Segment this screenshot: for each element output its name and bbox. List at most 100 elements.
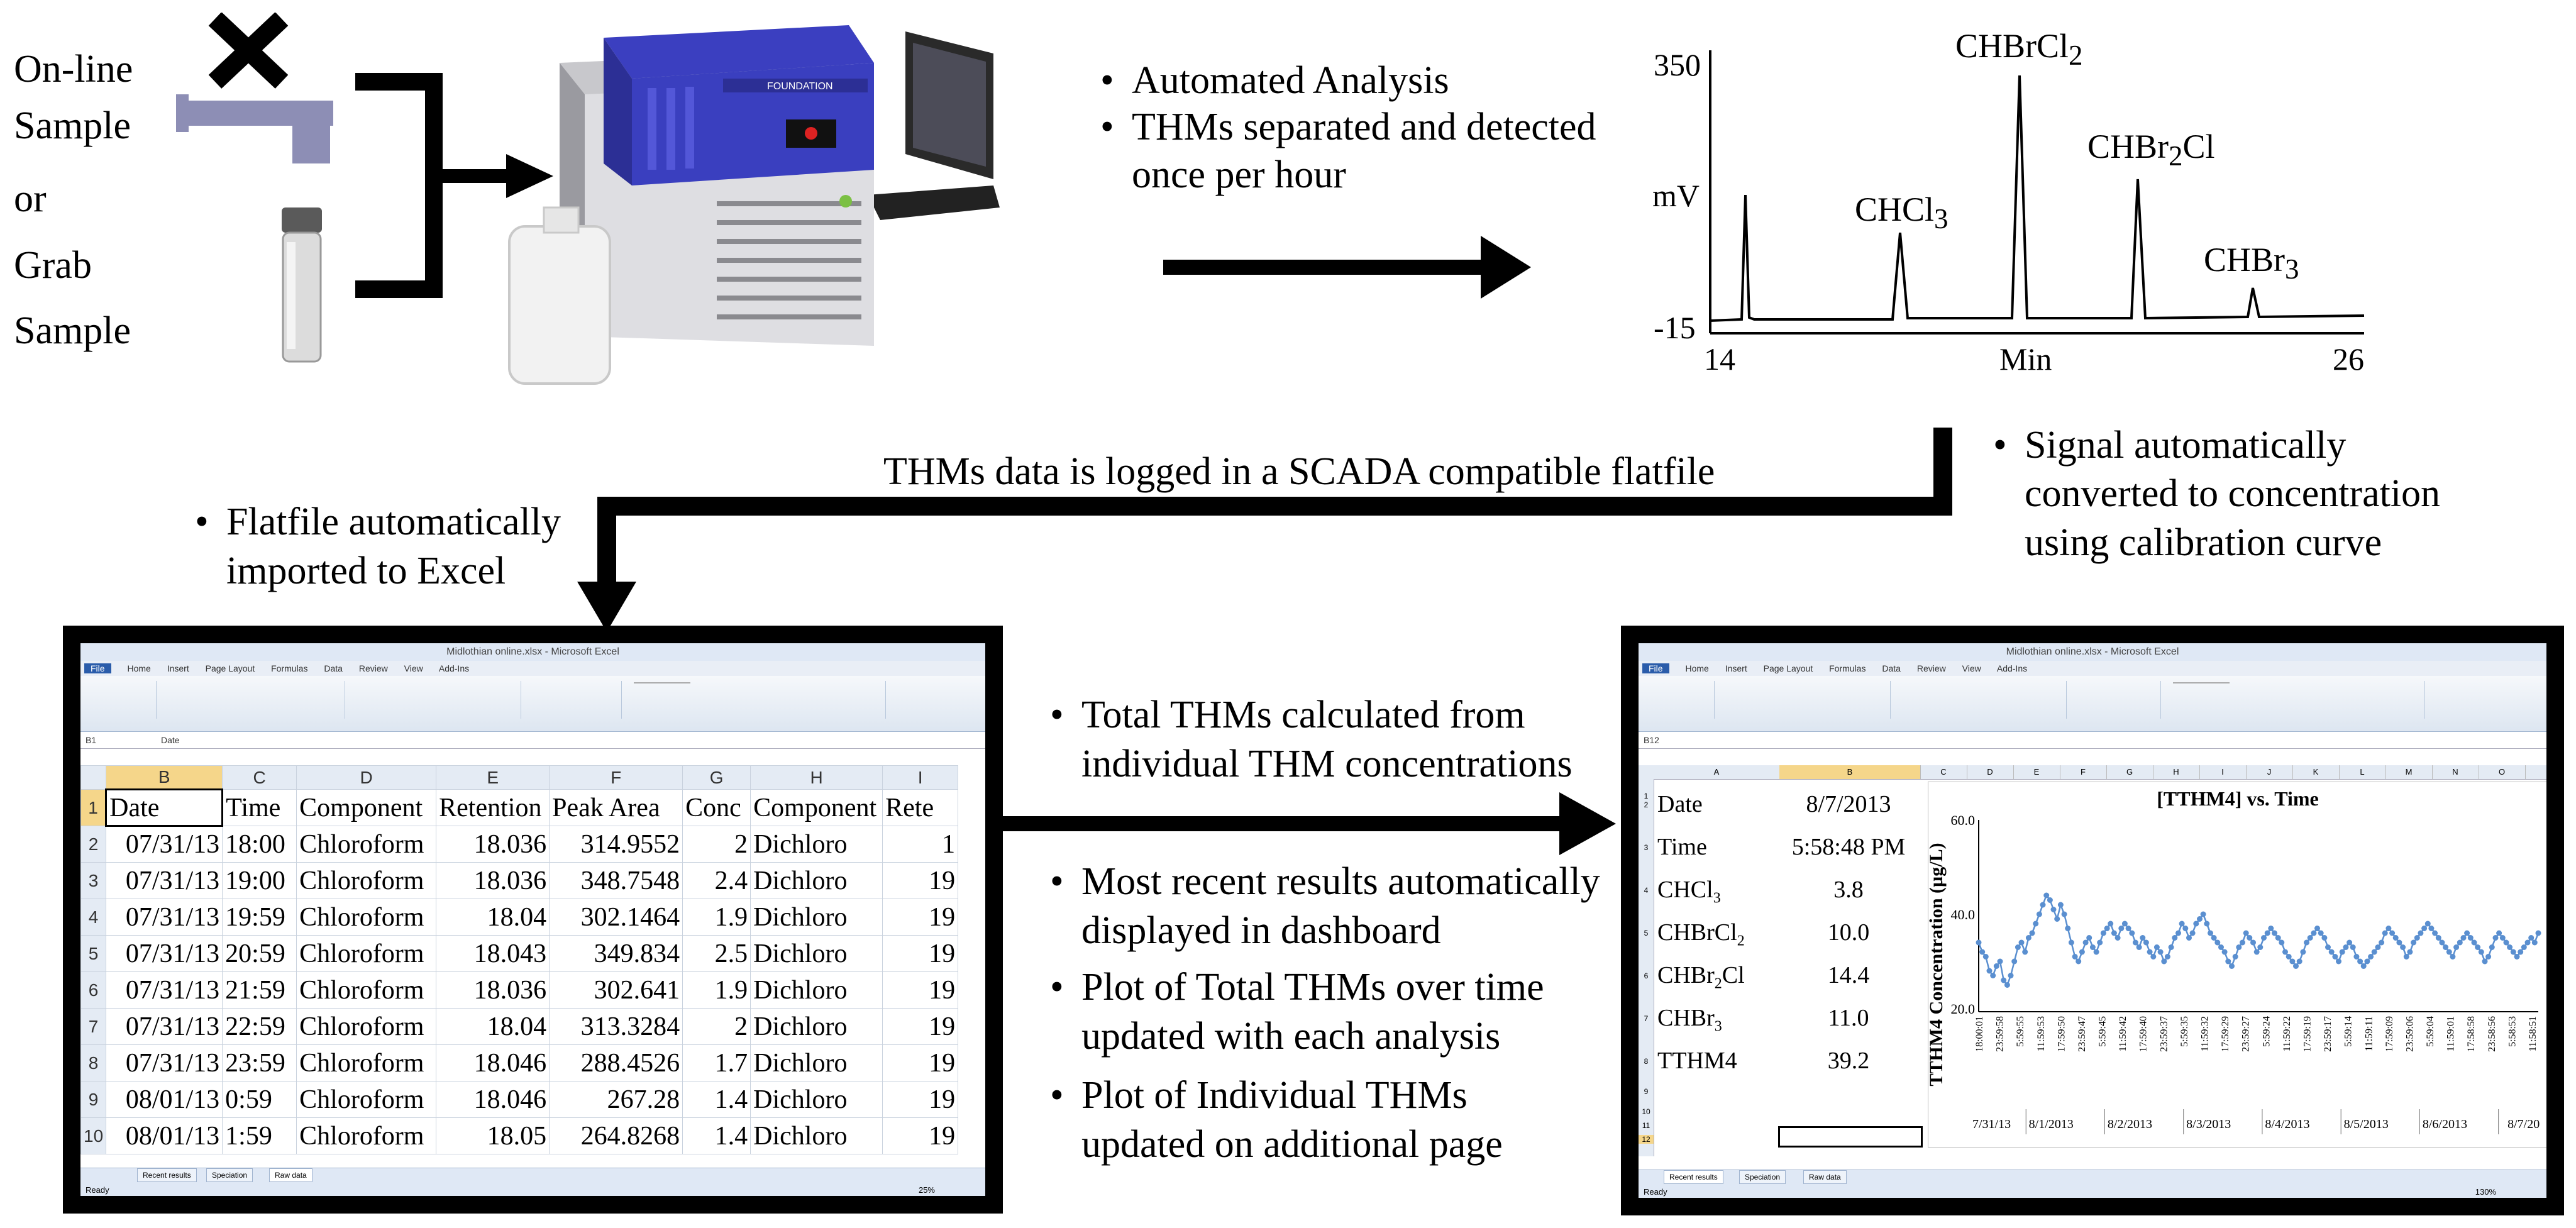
summary-value[interactable]: 14.4 bbox=[1827, 962, 1870, 988]
table-cell[interactable]: 348.7548 bbox=[549, 862, 683, 899]
table-cell[interactable]: Dichloro bbox=[750, 1008, 883, 1045]
excel2-col-header[interactable]: J bbox=[2246, 765, 2293, 779]
table-cell[interactable]: 267.28 bbox=[549, 1081, 683, 1118]
excel2-row-number[interactable]: 6 bbox=[1644, 971, 1649, 980]
row-number[interactable]: 7 bbox=[80, 1008, 107, 1045]
table-cell[interactable]: 19 bbox=[882, 1081, 959, 1118]
table-cell[interactable]: 18.046 bbox=[436, 1081, 550, 1118]
summary-label[interactable]: CHBr2Cl bbox=[1657, 962, 1745, 992]
table-cell[interactable]: 1:59 bbox=[222, 1117, 297, 1154]
table-cell[interactable]: Dichloro bbox=[750, 971, 883, 1009]
excel2-col-header[interactable]: D bbox=[1967, 765, 2014, 779]
excel2-col-header[interactable]: C bbox=[1920, 765, 1967, 779]
table-cell[interactable]: Retention bbox=[436, 789, 550, 826]
excel-dashboard-window[interactable]: Midlothian online.xlsx - Microsoft Excel… bbox=[1621, 626, 2564, 1215]
excel1-ribbon[interactable] bbox=[80, 676, 985, 732]
excel2-row-number[interactable]: 8 bbox=[1644, 1057, 1649, 1066]
summary-label[interactable]: Date bbox=[1657, 791, 1703, 817]
table-cell[interactable]: 19:59 bbox=[222, 899, 297, 936]
excel2-tab-home[interactable]: Home bbox=[1685, 663, 1709, 673]
table-cell[interactable]: Dichloro bbox=[750, 1117, 883, 1154]
excel2-col-header[interactable]: K bbox=[2292, 765, 2340, 779]
excel1-col-header[interactable]: B bbox=[106, 765, 223, 790]
table-cell[interactable]: 07/31/13 bbox=[106, 899, 223, 936]
table-cell[interactable]: Dichloro bbox=[750, 826, 883, 863]
excel2-row-number[interactable]: 3 bbox=[1644, 843, 1649, 852]
table-cell[interactable]: 18.043 bbox=[436, 935, 550, 972]
excel1-tab-review[interactable]: Review bbox=[358, 663, 388, 673]
excel1-name-box[interactable]: B1 bbox=[86, 735, 97, 745]
excel2-col-header[interactable]: E bbox=[2013, 765, 2060, 779]
table-cell[interactable]: Chloroform bbox=[296, 826, 437, 863]
excel2-ribbon[interactable] bbox=[1639, 676, 2546, 732]
excel2-tab-review[interactable]: Review bbox=[1916, 663, 1946, 673]
summary-value[interactable]: 8/7/2013 bbox=[1806, 791, 1891, 817]
excel2-tab-formulas[interactable]: Formulas bbox=[1829, 663, 1866, 673]
table-cell[interactable]: Chloroform bbox=[296, 1081, 437, 1118]
table-cell[interactable]: 07/31/13 bbox=[106, 1008, 223, 1045]
excel2-col-header[interactable]: H bbox=[2153, 765, 2200, 779]
table-cell[interactable]: 349.834 bbox=[549, 935, 683, 972]
table-cell[interactable]: 314.9552 bbox=[549, 826, 683, 863]
excel2-row-number[interactable]: 2 bbox=[1644, 800, 1649, 809]
excel2-tab-page-layout[interactable]: Page Layout bbox=[1763, 663, 1813, 673]
row-number[interactable]: 6 bbox=[80, 971, 107, 1009]
table-cell[interactable]: 20:59 bbox=[222, 935, 297, 972]
row-number[interactable]: 4 bbox=[80, 899, 107, 936]
excel2-sheet-tab-recent[interactable]: Recent results bbox=[1664, 1170, 1723, 1184]
table-cell[interactable]: Time bbox=[222, 789, 297, 826]
tthm4-chart[interactable]: [TTHM4] vs. Time TTHM4 Concentration (µg… bbox=[1928, 782, 2546, 1148]
table-cell[interactable]: 19 bbox=[882, 971, 959, 1009]
table-cell[interactable]: 313.3284 bbox=[549, 1008, 683, 1045]
row-number[interactable]: 10 bbox=[80, 1117, 107, 1154]
table-cell[interactable]: 23:59 bbox=[222, 1044, 297, 1081]
excel2-col-header[interactable]: L bbox=[2339, 765, 2386, 779]
excel2-sheet-tab-speciation[interactable]: Speciation bbox=[1739, 1170, 1786, 1184]
excel1-tab-file[interactable]: File bbox=[84, 663, 111, 673]
table-cell[interactable]: 2.4 bbox=[682, 862, 751, 899]
table-cell[interactable]: 18.036 bbox=[436, 862, 550, 899]
excel1-tab-page-layout[interactable]: Page Layout bbox=[205, 663, 255, 673]
excel2-col-header[interactable]: B bbox=[1779, 765, 1921, 779]
excel1-tab-data[interactable]: Data bbox=[324, 663, 343, 673]
excel1-col-header[interactable]: E bbox=[436, 765, 550, 790]
summary-value[interactable]: 10.0 bbox=[1827, 919, 1870, 946]
excel2-tab-data[interactable]: Data bbox=[1882, 663, 1901, 673]
excel2-col-header[interactable]: F bbox=[2060, 765, 2107, 779]
table-cell[interactable]: Chloroform bbox=[296, 1008, 437, 1045]
table-cell[interactable]: 19 bbox=[882, 1117, 959, 1154]
excel2-col-header[interactable]: N bbox=[2432, 765, 2479, 779]
excel2-col-header[interactable]: G bbox=[2106, 765, 2153, 779]
table-cell[interactable]: 07/31/13 bbox=[106, 935, 223, 972]
table-cell[interactable]: Dichloro bbox=[750, 1081, 883, 1118]
table-cell[interactable]: 302.641 bbox=[549, 971, 683, 1009]
excel1-col-header[interactable]: H bbox=[750, 765, 883, 790]
summary-value[interactable]: 3.8 bbox=[1833, 877, 1864, 903]
row-number[interactable]: 5 bbox=[80, 935, 107, 972]
excel2-row-number[interactable]: 10 bbox=[1642, 1107, 1650, 1116]
excel1-col-header[interactable]: D bbox=[296, 765, 437, 790]
table-cell[interactable]: 264.8268 bbox=[549, 1117, 683, 1154]
table-cell[interactable]: 18:00 bbox=[222, 826, 297, 863]
table-cell[interactable]: Component bbox=[296, 789, 437, 826]
table-cell[interactable]: 08/01/13 bbox=[106, 1081, 223, 1118]
table-cell[interactable]: 302.1464 bbox=[549, 899, 683, 936]
table-cell[interactable]: 2 bbox=[682, 1008, 751, 1045]
table-cell[interactable]: 2.5 bbox=[682, 935, 751, 972]
excel-raw-data-window[interactable]: Midlothian online.xlsx - Microsoft Excel… bbox=[63, 626, 1003, 1214]
row-number[interactable]: 3 bbox=[80, 862, 107, 899]
excel2-row-number[interactable]: 4 bbox=[1644, 886, 1649, 895]
summary-label[interactable]: CHCl3 bbox=[1657, 877, 1721, 907]
table-cell[interactable]: Dichloro bbox=[750, 1044, 883, 1081]
table-cell[interactable]: Dichloro bbox=[750, 899, 883, 936]
table-cell[interactable]: 18.046 bbox=[436, 1044, 550, 1081]
excel1-col-header[interactable]: C bbox=[222, 765, 297, 790]
excel2-tab-insert[interactable]: Insert bbox=[1725, 663, 1747, 673]
excel2-selected-cell[interactable] bbox=[1778, 1126, 1923, 1148]
excel2-row-number[interactable]: 12 bbox=[1639, 1135, 1654, 1144]
table-cell[interactable]: Dichloro bbox=[750, 862, 883, 899]
table-cell[interactable]: Chloroform bbox=[296, 1044, 437, 1081]
table-cell[interactable]: Conc bbox=[682, 789, 751, 826]
excel2-row-number[interactable]: 11 bbox=[1642, 1121, 1650, 1130]
